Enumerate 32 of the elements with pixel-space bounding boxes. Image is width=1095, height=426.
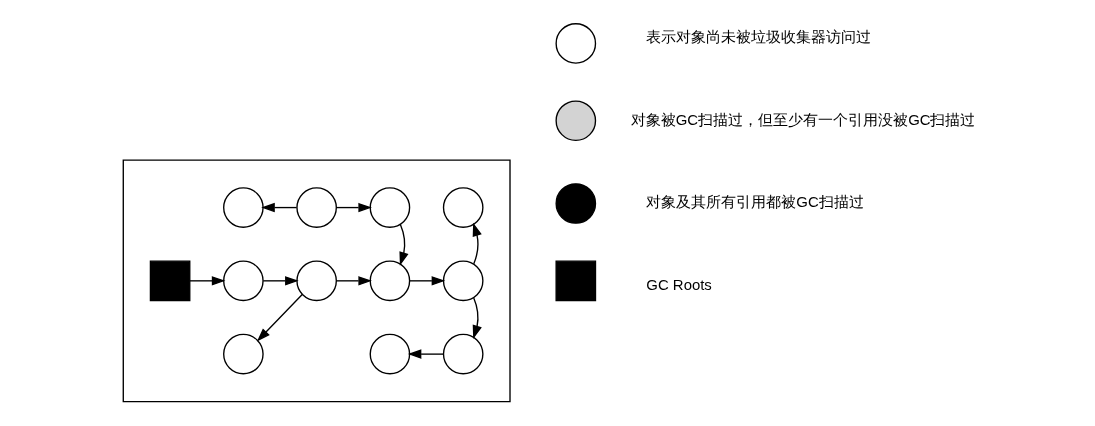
- cluster: [122, 159, 511, 403]
- node-circle: [295, 260, 337, 302]
- node-label: 对象被GC扫描过，但至少有一个引用没被GC扫描过: [630, 110, 975, 128]
- arrow: [335, 276, 372, 286]
- arrow: [408, 276, 445, 286]
- arrow: [398, 224, 408, 266]
- node-circle: [442, 260, 484, 302]
- node-circle: [295, 187, 337, 228]
- arrow: [260, 202, 297, 213]
- arrow: [335, 202, 372, 213]
- node-circle: [369, 187, 410, 228]
- node-circle: [369, 333, 410, 375]
- node-circle: [222, 333, 264, 375]
- arrow: [472, 222, 482, 265]
- arrow: [262, 276, 299, 286]
- node-box: [554, 260, 596, 302]
- arrow: [256, 293, 303, 342]
- node-circle: [554, 23, 596, 64]
- node-circle: [554, 100, 596, 142]
- node-label: GC Roots: [645, 276, 712, 294]
- node-label: 对象及其所有引用都被GC扫描过: [645, 193, 864, 211]
- arrow: [188, 276, 225, 286]
- node-box: [149, 260, 190, 302]
- node-circle: [222, 260, 264, 302]
- node-circle: [222, 187, 264, 228]
- node-circle: [554, 183, 596, 224]
- node-circle: [442, 333, 484, 375]
- arrow: [472, 297, 482, 339]
- node-circle: [442, 187, 484, 228]
- node-circle: [369, 260, 410, 302]
- arrow: [407, 349, 444, 359]
- node-label: 表示对象尚未被垃圾收集器访问过: [645, 27, 871, 45]
